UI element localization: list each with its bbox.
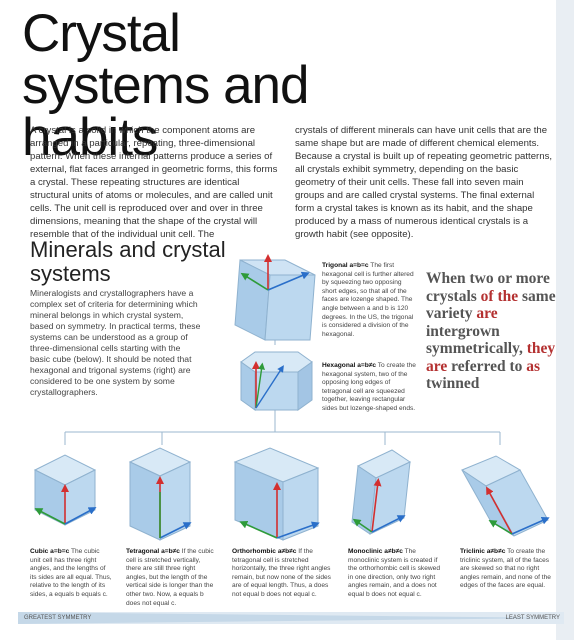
monoclinic-name: Monoclinic: [348, 548, 383, 555]
cubic-text: The cubic unit cell has three right angl…: [30, 548, 112, 598]
pull-quote: When two or more crystals of the same va…: [426, 270, 564, 393]
cubic-crystal: [33, 454, 97, 526]
symmetry-gradient: [18, 612, 564, 624]
cubic-formula: a=b=c: [50, 548, 70, 555]
quote-part: are: [476, 305, 498, 322]
intro-column-2: crystals of different minerals can have …: [295, 125, 553, 240]
caption-cubic: Cubic a=b=c The cubic unit cell has thre…: [30, 548, 112, 600]
orthorhombic-crystal: [233, 447, 320, 541]
intro-column-1: A crystal is a solid in which the compon…: [30, 125, 278, 240]
hexagonal-crystal: [240, 351, 313, 411]
quote-part: two or more crystals: [426, 270, 550, 305]
monoclinic-text: The monoclinic system is created if the …: [348, 548, 440, 598]
monoclinic-formula: a≠b≠c: [384, 548, 403, 555]
trigonal-formula: a=b=c: [349, 262, 369, 269]
quote-part: same variety: [426, 287, 556, 323]
quote-part: they are: [426, 340, 556, 375]
triclinic-name: Triclinic: [460, 548, 485, 555]
quote-part: referred to: [451, 357, 527, 375]
tetragonal-formula: a=b≠c: [161, 548, 180, 555]
monoclinic-crystal: [351, 449, 412, 535]
caption-trigonal: Trigonal a=b=c The first hexagonal cell …: [322, 262, 417, 339]
symmetry-scale: GREATEST SYMMETRY LEAST SYMMETRY: [18, 612, 564, 624]
section-body: Mineralogists and crystallographers have…: [30, 288, 201, 397]
page-edge-strip: [556, 0, 574, 640]
quote-part: When: [426, 270, 470, 287]
trigonal-crystal: [234, 254, 316, 341]
hexagonal-name: Hexagonal: [322, 362, 356, 369]
cubic-name: Cubic: [30, 548, 49, 555]
least-symmetry-label: LEAST SYMMETRY: [505, 615, 560, 621]
caption-orthorhombic: Orthorhombic a≠b≠c If the tetragonal cel…: [232, 548, 332, 600]
triclinic-crystal: [460, 455, 550, 537]
page-title: Crystal systems and habits: [22, 4, 310, 167]
triclinic-formula: a≠b≠c: [486, 548, 506, 555]
hexagonal-text: To create the hexagonal system, two of t…: [322, 362, 416, 412]
greatest-symmetry-label: GREATEST SYMMETRY: [24, 615, 92, 621]
tetragonal-text: If the cubic cell is stretched verticall…: [126, 548, 214, 607]
caption-tetragonal: Tetragonal a=b≠c If the cubic cell is st…: [126, 548, 216, 608]
quote-part: twinned: [426, 375, 480, 392]
trigonal-text: The first hexagonal cell is further alte…: [322, 262, 414, 338]
quote-part: as: [526, 357, 541, 375]
triclinic-text: To create the triclinic system, all of t…: [460, 548, 551, 590]
caption-monoclinic: Monoclinic a≠b≠c The monoclinic system i…: [348, 548, 446, 600]
quote-part: intergrown symmetrically,: [426, 322, 527, 358]
tetragonal-crystal: [128, 447, 192, 541]
quote-part: of the: [480, 287, 522, 305]
caption-hexagonal: Hexagonal a=b≠c To create the hexagonal …: [322, 362, 417, 414]
orthorhombic-text: If the tetragonal cell is stretched hori…: [232, 548, 331, 598]
orthorhombic-name: Orthorhombic: [232, 548, 276, 555]
section-title: Minerals and crystal systems: [30, 237, 226, 286]
caption-triclinic: Triclinic a≠b≠c To create the triclinic …: [460, 548, 554, 591]
orthorhombic-formula: a≠b≠c: [277, 548, 297, 555]
trigonal-name: Trigonal: [322, 262, 348, 269]
tetragonal-name: Tetragonal: [126, 548, 160, 555]
hexagonal-formula: a=b≠c: [357, 362, 377, 369]
